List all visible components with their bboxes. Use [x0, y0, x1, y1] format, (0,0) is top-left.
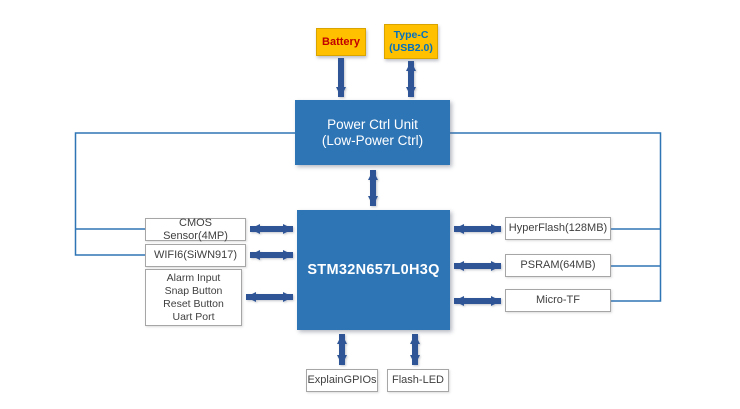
typec-label-line1: Type-C	[393, 29, 429, 42]
typec-node: Type-C (USB2.0)	[384, 24, 438, 59]
typec-label-line2: (USB2.0)	[389, 41, 433, 54]
power-ctrl-label-line1: Power Ctrl Unit	[327, 116, 418, 132]
mcu-node: STM32N657L0H3Q	[297, 210, 450, 330]
mcu-label: STM32N657L0H3Q	[307, 261, 440, 278]
io-line-uart-port: Uart Port	[172, 310, 215, 323]
battery-label: Battery	[322, 35, 360, 48]
battery-node: Battery	[316, 28, 366, 56]
psram-node: PSRAM(64MB)	[505, 254, 611, 277]
power-ctrl-label-line2: (Low-Power Ctrl)	[321, 132, 424, 148]
io-line-snap-button: Snap Button	[164, 284, 223, 297]
cmos-sensor-node: CMOS Sensor(4MP)	[145, 216, 246, 242]
gpios-node: ExplainGPIOs	[306, 369, 378, 392]
power-ctrl-node: Power Ctrl Unit (Low-Power Ctrl)	[295, 100, 450, 165]
power-rail-left	[74, 132, 295, 256]
microtf-node: Micro-TF	[505, 289, 611, 312]
wifi-node: WIFI6(SiWN917)	[145, 244, 246, 267]
hyperflash-node: HyperFlash(128MB)	[505, 217, 611, 240]
psram-label: PSRAM(64MB)	[520, 259, 596, 272]
power-rail-right	[450, 132, 662, 302]
io-node: Alarm Input Snap Button Reset Button Uar…	[145, 269, 242, 326]
flashled-label: Flash-LED	[392, 374, 444, 387]
hyperflash-label: HyperFlash(128MB)	[508, 222, 608, 235]
gpios-label: ExplainGPIOs	[307, 374, 377, 387]
io-line-reset-button: Reset Button	[163, 297, 224, 310]
wifi-label: WIFI6(SiWN917)	[153, 249, 238, 262]
cmos-sensor-label: CMOS Sensor(4MP)	[163, 216, 228, 242]
flashled-node: Flash-LED	[387, 369, 449, 392]
microtf-label: Micro-TF	[536, 294, 580, 307]
io-line-alarm-input: Alarm Input	[166, 271, 221, 284]
